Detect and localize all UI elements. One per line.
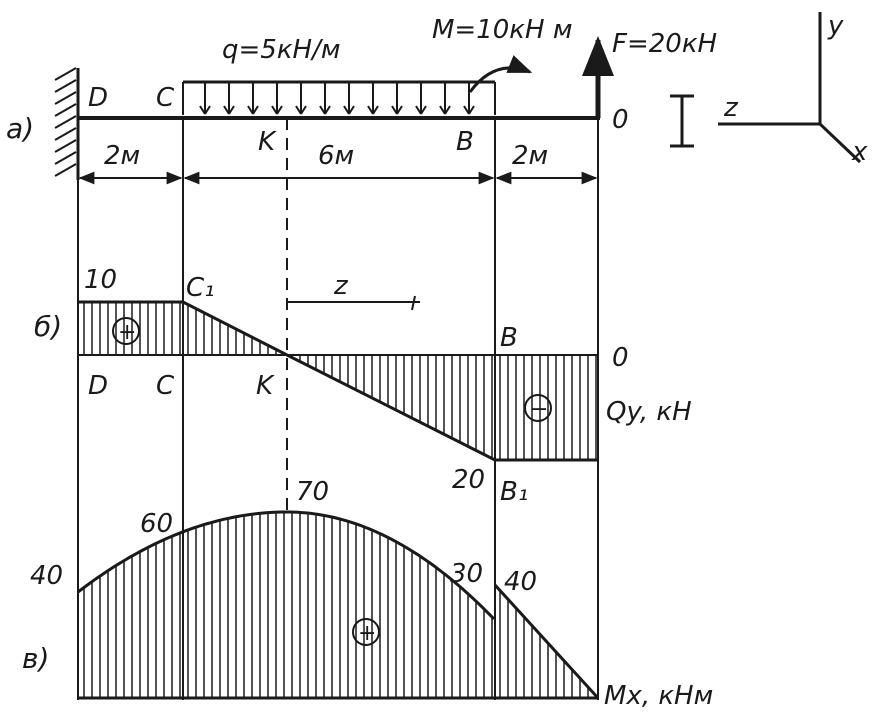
beam-point-c: C bbox=[156, 83, 175, 113]
q-load-arrowhead bbox=[420, 105, 427, 115]
shear-point-c: C bbox=[156, 371, 175, 401]
axis-x-label: x bbox=[851, 137, 868, 167]
moment-plus-sign: + bbox=[358, 621, 376, 646]
moment-load-label: М=10кН м bbox=[432, 15, 572, 45]
moment-value-30: 30 bbox=[450, 559, 483, 589]
moment-title: Mx, кНм bbox=[604, 681, 713, 711]
q-load-arrowhead bbox=[343, 105, 350, 115]
q-load-arrowhead bbox=[295, 105, 302, 115]
q-load-arrowhead bbox=[391, 105, 398, 115]
q-load-arrowhead bbox=[348, 105, 355, 115]
shear-point-k: K bbox=[256, 371, 275, 401]
q-load-arrowhead bbox=[444, 105, 451, 115]
q-load-arrowhead bbox=[228, 105, 235, 115]
shear-z-label: z bbox=[333, 271, 349, 301]
q-load-arrowhead bbox=[463, 105, 470, 115]
q-load-arrowhead bbox=[439, 105, 446, 115]
q-load-arrowhead bbox=[324, 105, 331, 115]
dim-cb: 6м bbox=[318, 141, 354, 171]
moment-value-40-left: 40 bbox=[30, 561, 63, 591]
moment-value-70: 70 bbox=[296, 477, 329, 507]
shear-plus-sign: + bbox=[118, 320, 136, 345]
q-load-arrowhead bbox=[367, 105, 374, 115]
moment-value-60: 60 bbox=[140, 509, 173, 539]
shear-title: Qy, кН bbox=[606, 397, 692, 427]
q-load-arrowhead bbox=[319, 105, 326, 115]
q-load-arrowhead bbox=[271, 105, 278, 115]
q-load-arrowhead bbox=[276, 105, 283, 115]
beam-point-k: K bbox=[258, 127, 277, 157]
shear-zero-right: 0 bbox=[612, 343, 629, 373]
force-label: F=20кН bbox=[612, 29, 717, 59]
q-load-arrowhead bbox=[247, 105, 254, 115]
beam-point-d: D bbox=[88, 83, 108, 113]
panel-a-label: а) bbox=[6, 112, 34, 145]
q-load-label: q=5кН/м bbox=[222, 35, 340, 65]
coordinate-axes bbox=[718, 12, 862, 164]
shear-diagram bbox=[78, 295, 599, 462]
panel-v-label: в) bbox=[22, 642, 49, 675]
fixed-support bbox=[54, 67, 80, 180]
q-load-arrowhead bbox=[300, 105, 307, 115]
axis-y-label: y bbox=[827, 11, 844, 41]
q-load-arrowhead bbox=[468, 105, 475, 115]
shear-minus-sign: − bbox=[530, 397, 548, 422]
q-load-arrowhead bbox=[415, 105, 422, 115]
i-section-icon bbox=[670, 94, 694, 148]
beam-end-zero: 0 bbox=[612, 105, 629, 135]
moment-diagram bbox=[77, 510, 600, 700]
shear-value-left: 10 bbox=[84, 265, 117, 295]
moment-value-40-right: 40 bbox=[504, 567, 537, 597]
q-load-arrowhead bbox=[396, 105, 403, 115]
shear-value-bottom: 20 bbox=[452, 465, 485, 495]
moment-arrow bbox=[468, 55, 533, 93]
q-load-arrowhead bbox=[252, 105, 259, 115]
q-load-arrowhead bbox=[223, 105, 230, 115]
shear-point-c1: C₁ bbox=[186, 273, 215, 303]
axis-z-label: z bbox=[723, 93, 739, 123]
dim-b-end: 2м bbox=[512, 141, 548, 171]
beam-point-b: B bbox=[456, 127, 474, 157]
shear-point-b1: B₁ bbox=[500, 477, 528, 507]
shear-point-b: B bbox=[500, 323, 518, 353]
q-load-arrowhead bbox=[199, 105, 206, 115]
panel-b-label: б) bbox=[34, 310, 62, 343]
dim-dc: 2м bbox=[104, 141, 140, 171]
q-load-arrowhead bbox=[372, 105, 379, 115]
shear-point-d: D bbox=[88, 371, 108, 401]
q-load-arrowhead bbox=[204, 105, 211, 115]
distributed-load bbox=[182, 80, 496, 115]
